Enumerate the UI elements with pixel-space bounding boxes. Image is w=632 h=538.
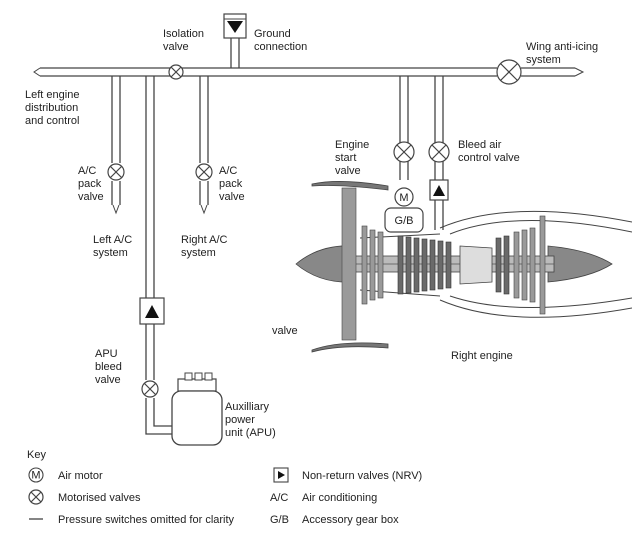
right-ac-pack-valve-label: A/C pack valve [219,165,245,203]
svg-text:pack: pack [219,178,243,190]
svg-text:Left A/C: Left A/C [93,234,132,246]
svg-text:Left engine: Left engine [25,89,79,101]
pipe-network [33,38,585,435]
bleed-air-control-valve [428,141,450,163]
left-engine-label: Left engine distribution and control [25,89,79,127]
svg-text:valve: valve [219,191,245,203]
apu-label: Auxilliary power unit (APU) [225,401,276,439]
isolation-valve-label: Isolation valve [163,28,204,53]
key-legend: Key M Air motor Motorised valves Pressur… [27,449,422,526]
bleed-air-nrv [429,179,449,201]
key-nrv-text: Non-return valves (NRV) [302,470,422,482]
svg-text:system: system [93,247,128,259]
left-ac-system-label: Left A/C system [93,234,132,259]
svg-text:unit (APU): unit (APU) [225,427,276,439]
svg-text:pack: pack [78,178,102,190]
svg-text:valve: valve [335,165,361,177]
apu-bleed-valve [141,380,159,398]
svg-text:valve: valve [163,41,189,53]
key-gb-text: Accessory gear box [302,514,399,526]
svg-text:G/B: G/B [395,215,414,227]
apu-nrv [139,297,165,325]
key-pressure-switch-text: Pressure switches omitted for clarity [58,514,235,526]
left-ac-pack-valve [107,163,125,181]
svg-text:Bleed air: Bleed air [458,139,502,151]
svg-text:APU: APU [95,348,118,360]
key-air-motor-icon: M [28,467,44,483]
left-ac-pack-valve-label: A/C pack valve [78,165,104,203]
right-engine-label: Right engine [451,350,513,362]
svg-text:A/C: A/C [78,165,96,177]
bleed-air-control-valve-label: Bleed air control valve [458,139,520,164]
svg-text:Auxilliary: Auxilliary [225,401,270,413]
ground-connection-nrv [223,13,247,39]
engine-start-valve [393,141,415,163]
engine-start-valve-label: Engine start valve [335,139,369,177]
svg-text:system: system [181,247,216,259]
right-engine [295,181,632,353]
svg-text:Right A/C: Right A/C [181,234,228,246]
svg-text:valve: valve [95,374,121,386]
key-title: Key [27,449,46,461]
svg-text:start: start [335,152,356,164]
svg-text:valve: valve [78,191,104,203]
key-ac-text: Air conditioning [302,492,377,504]
svg-text:connection: connection [254,41,307,53]
wing-anti-icing-label: Wing anti-icing system [526,41,598,66]
key-motorised-valve-icon [28,489,44,505]
right-ac-system-label: Right A/C system [181,234,228,259]
apu-bleed-valve-label: APU bleed valve [95,348,122,386]
isolation-valve [168,64,184,80]
svg-text:and control: and control [25,115,79,127]
svg-text:A/C: A/C [219,165,237,177]
apu-unit [171,372,223,446]
key-nrv-icon [273,467,289,483]
svg-text:power: power [225,414,255,426]
svg-text:Wing anti-icing: Wing anti-icing [526,41,598,53]
right-ac-pack-valve [195,163,213,181]
stray-valve-label: valve [272,325,298,337]
key-motorised-valve-text: Motorised valves [58,492,141,504]
key-air-motor-text: Air motor [58,470,103,482]
svg-text:control valve: control valve [458,152,520,164]
gearbox: G/B [384,207,424,233]
svg-text:Ground: Ground [254,28,291,40]
wing-anti-icing-valve [496,59,522,85]
svg-text:M: M [399,192,408,204]
svg-text:bleed: bleed [95,361,122,373]
ground-connection-label: Ground connection [254,28,307,53]
svg-text:M: M [31,470,40,482]
svg-text:Isolation: Isolation [163,28,204,40]
svg-text:distribution: distribution [25,102,78,114]
svg-text:system: system [526,54,561,66]
key-gb-symbol: G/B [270,514,289,526]
svg-text:Engine: Engine [335,139,369,151]
key-ac-symbol: A/C [270,492,288,504]
air-motor: M [394,187,414,207]
